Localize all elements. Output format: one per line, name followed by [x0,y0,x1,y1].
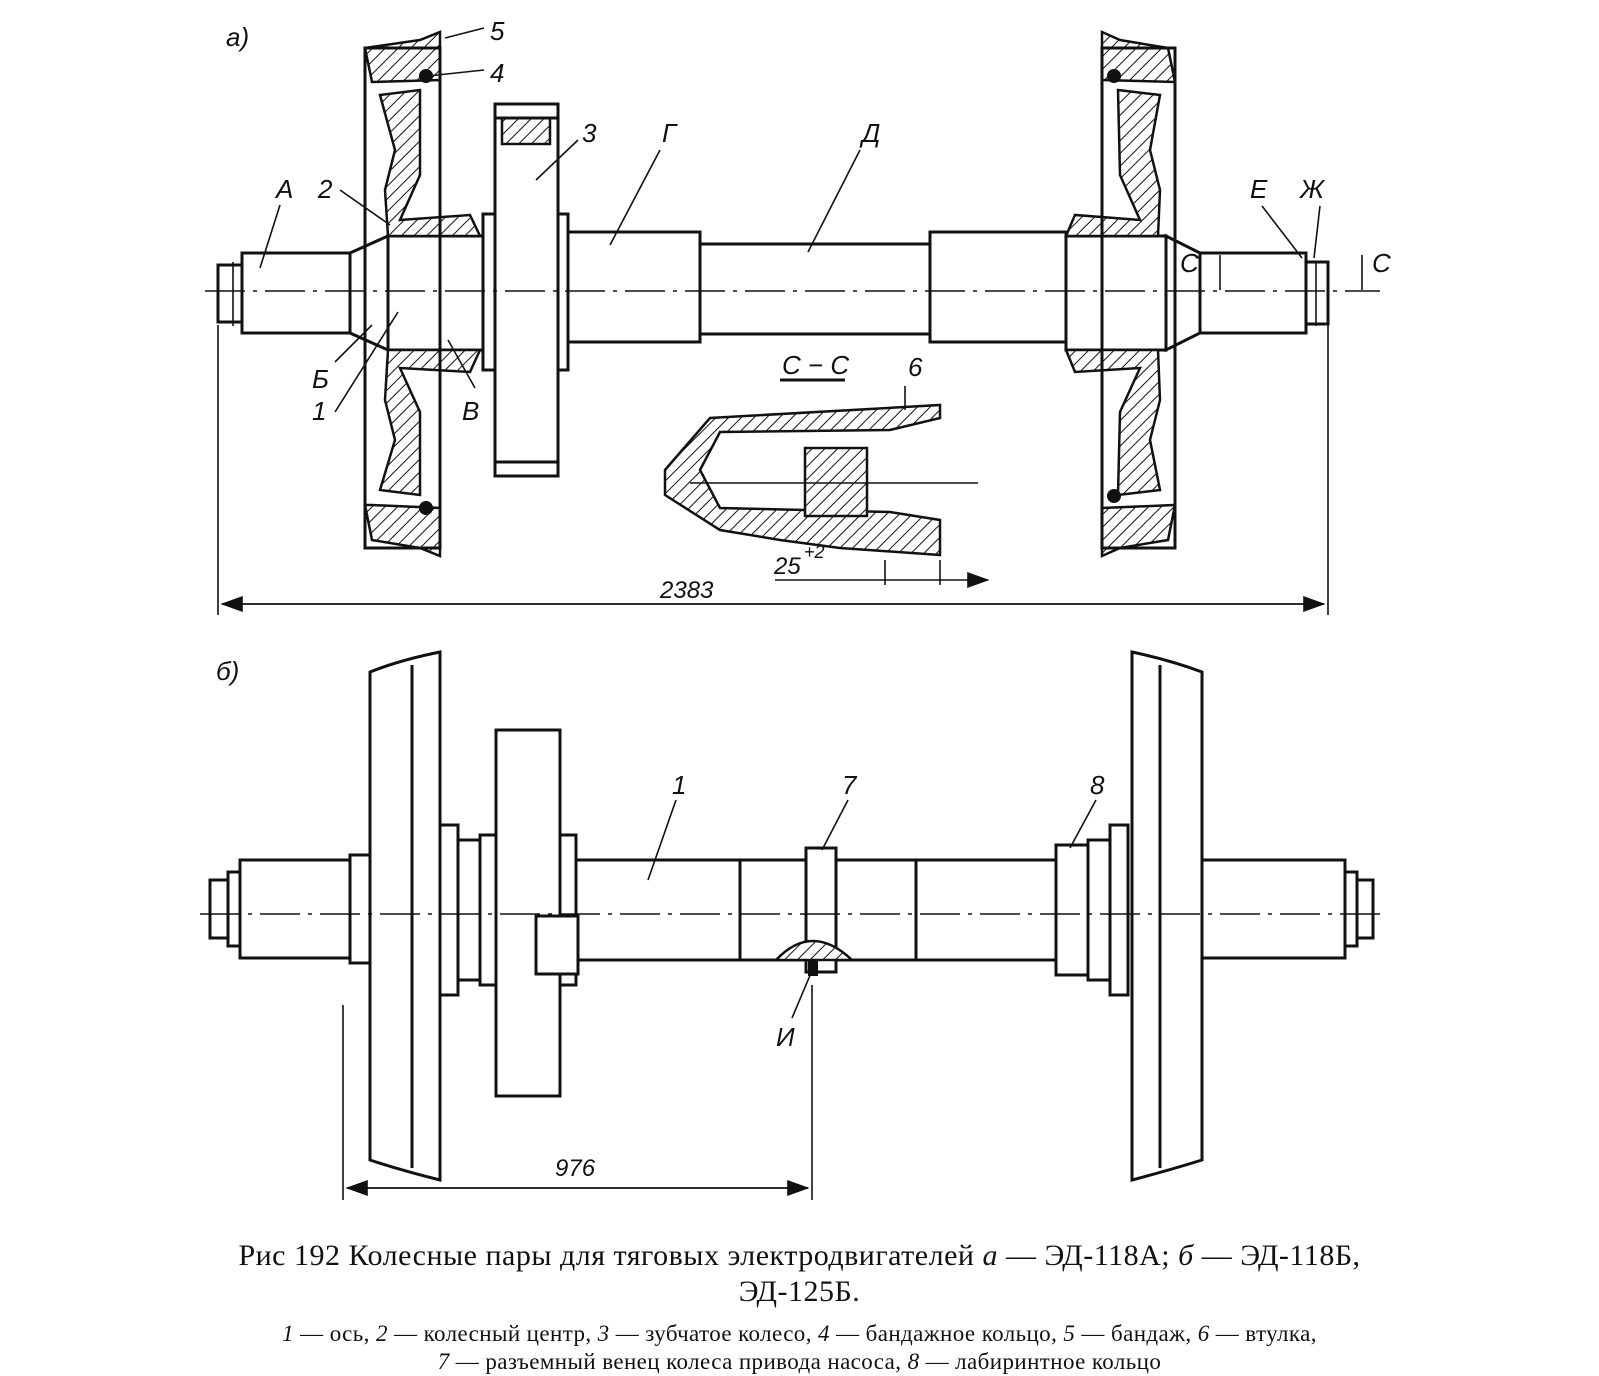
dim-sleeve-tol: +2 [804,542,825,562]
legend-num: 8 [907,1349,920,1374]
label-3: 3 [582,118,597,148]
panel-b-tag: б) [216,656,239,686]
panel-a: а) [205,16,1391,615]
figure-caption: Рис 192 Колесные пары для тяговых электр… [0,1238,1599,1310]
label-V: В [462,396,479,426]
panel-a-tag: а) [226,22,249,52]
label-8: 8 [1090,770,1105,800]
caption-mid: — ЭД-118А; [997,1239,1179,1272]
legend-num: 5 [1063,1321,1076,1346]
caption-a: а [982,1239,998,1272]
gear-wheel-b [494,728,580,1098]
label-5: 5 [490,16,505,46]
label-7: 7 [842,770,858,800]
axle-a [216,212,1330,372]
legend-text: — зубчатое колесо, [609,1321,819,1346]
dim-overall: 2383 [659,577,714,604]
dimension-976 [342,985,813,1200]
legend-text: — ось, [294,1321,376,1346]
left-wheel-a [363,30,482,558]
caption-prefix: Рис 192 Колесные пары для тяговых электр… [238,1239,983,1272]
legend-text: — колесный центр, [387,1321,598,1346]
label-G: Г [662,118,678,148]
legend-text: — бандаж, [1075,1321,1198,1346]
dimension-2383 [217,325,1329,615]
label-b-1: 1 [672,770,686,800]
label-6: 6 [908,352,923,382]
legend-num: 3 [597,1321,610,1346]
legend-text: — бандажное кольцо, [829,1321,1064,1346]
legend-num: 7 [437,1349,450,1374]
label-A: А [274,174,293,204]
legend-num: 2 [375,1321,388,1346]
label-2: 2 [317,174,333,204]
label-I: И [776,1022,795,1052]
label-Zh: Ж [1298,174,1326,204]
legend-num: 6 [1197,1321,1210,1346]
legend-num: 1 [282,1321,294,1346]
section-title: С − С [782,350,849,380]
label-C-right: С [1372,248,1391,278]
label-B-cyr: Б [312,364,329,394]
legend-text: — разъемный венец колеса привода насоса, [449,1349,908,1374]
legend-text: — втулка, [1209,1321,1317,1346]
right-wheel-b [1130,650,1204,1182]
axle-b [208,823,1375,997]
caption-b: б [1178,1239,1194,1272]
legend-text: — лабиринтное кольцо [919,1349,1162,1374]
leaders-a [259,27,1363,413]
label-4: 4 [490,58,504,88]
label-C-left: С [1180,248,1199,278]
label-1: 1 [312,396,326,426]
leaders-b [647,799,1097,1019]
caption-line2: ЭД-125Б. [738,1275,861,1308]
caption-end: — ЭД-118Б, [1193,1239,1361,1272]
figure-legend: 1 — ось, 2 — колесный центр, 3 — зубчато… [0,1320,1599,1376]
dim-976: 976 [555,1155,596,1182]
gear-wheel-3 [493,102,560,478]
panel-b: б) [200,650,1385,1200]
left-wheel-b [368,650,442,1182]
label-E: Е [1250,174,1268,204]
legend-num: 4 [818,1321,830,1346]
dim-sleeve: 25 [773,553,801,580]
right-wheel-a [1064,30,1177,558]
label-D: Д [859,118,880,148]
section-c-c [663,378,990,588]
